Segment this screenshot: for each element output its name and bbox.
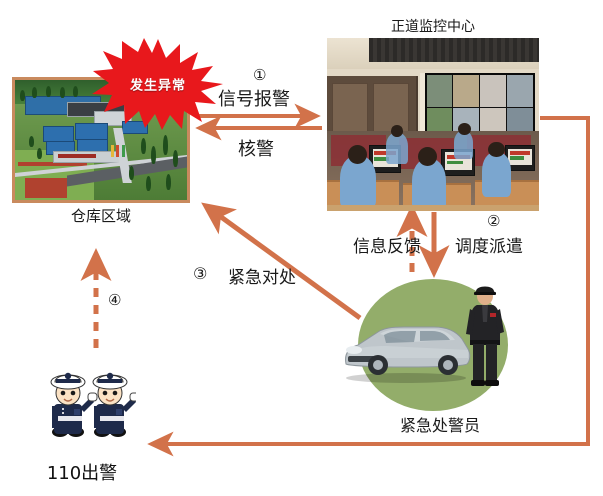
saluting-police-cartoon <box>28 360 140 458</box>
responder-caption: 紧急处警员 <box>399 416 480 435</box>
video-wall <box>424 72 535 142</box>
police110-caption: 110出警 <box>46 463 118 484</box>
flow-label-verify-alarm: 核警 <box>238 139 274 160</box>
flow-step-4-number: ④ <box>108 291 122 309</box>
flow-step-3-number: ③ <box>193 264 208 283</box>
flow-label-information-feedback: 信息反馈 <box>353 237 421 257</box>
arrow-emergency-handling <box>201 202 362 321</box>
flow-label-dispatch: 调度派遣 <box>455 237 523 257</box>
alarm-burst-label: 发生异常 <box>129 78 186 94</box>
warehouse-caption: 仓库区域 <box>70 207 131 225</box>
police-car-graphic <box>340 318 472 384</box>
flow-label-emergency-handling: 紧急对处 <box>228 268 296 288</box>
flow-step-2-number: ② <box>487 212 501 230</box>
police-officer-graphic <box>464 282 506 386</box>
monitoring-center-photo <box>327 38 539 211</box>
flow-label-signal-alarm: 信号报警 <box>218 89 290 110</box>
flow-step-1-number: ① <box>253 66 267 84</box>
burst-icon <box>92 38 223 130</box>
monitoring-center-title: 正道监控中心 <box>391 19 475 35</box>
alarm-burst-star: 发生异常 <box>92 38 224 130</box>
